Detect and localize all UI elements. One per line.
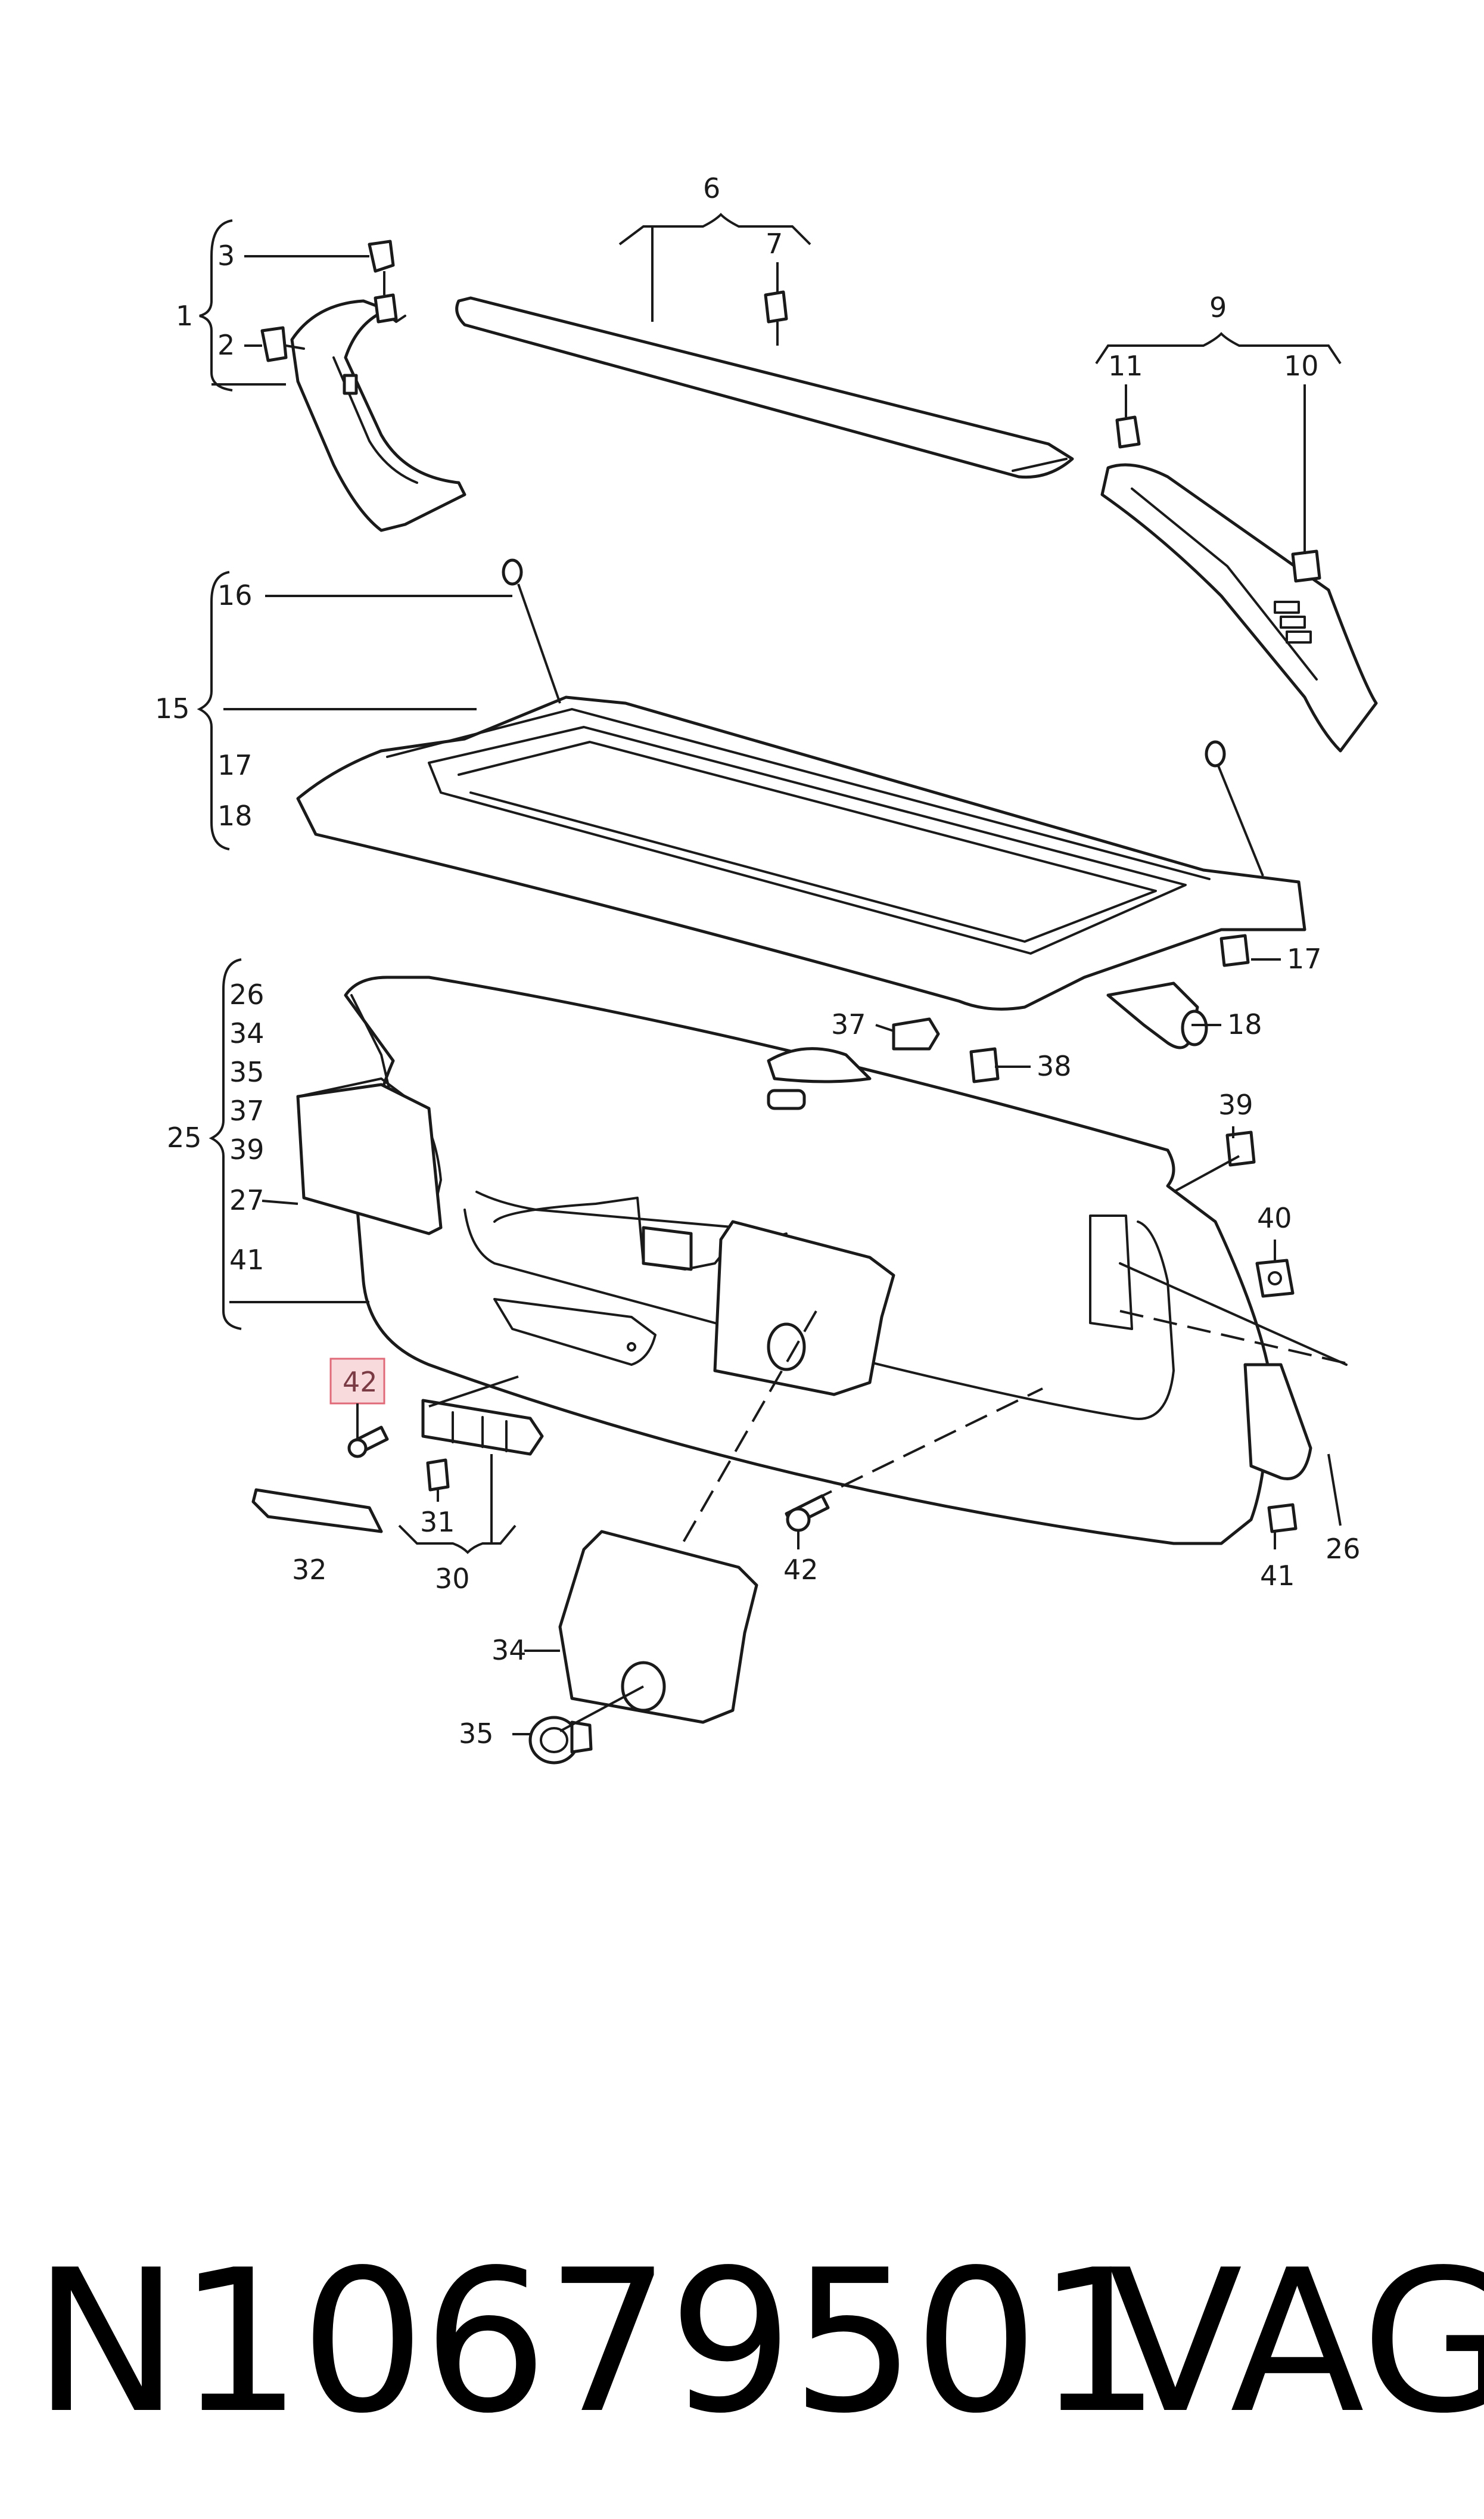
label-10: 10 (1284, 350, 1319, 382)
label-39: 39 (1218, 1089, 1253, 1121)
part-32-grip (251, 1488, 383, 1533)
label-34-list: 34 (229, 1017, 265, 1049)
part-number: N10679501 (33, 2228, 1162, 2456)
label-17-list: 17 (217, 749, 253, 781)
label-40: 40 (1257, 1202, 1292, 1234)
part-2-clip (260, 326, 305, 362)
label-2: 2 (217, 329, 235, 361)
callout-labels: 1 2 3 6 7 9 10 11 15 16 17 18 17 18 25 2… (155, 172, 1361, 1750)
part-30-handle (421, 1399, 544, 1456)
label-26-list: 26 (229, 979, 265, 1011)
part-35-plug (528, 1716, 593, 1765)
label-41: 41 (1260, 1560, 1295, 1592)
label-11: 11 (1108, 350, 1143, 382)
part-40-clip (1255, 1259, 1295, 1298)
bracket-group-6 (618, 213, 811, 322)
label-30: 30 (435, 1563, 470, 1595)
part-17-clip (1219, 934, 1250, 967)
part-34-cover (558, 1530, 758, 1724)
label-3: 3 (217, 240, 235, 272)
label-35: 35 (459, 1717, 494, 1750)
label-1: 1 (176, 300, 193, 332)
label-17: 17 (1287, 943, 1322, 975)
part-7-clip (764, 290, 788, 346)
label-38: 38 (1037, 1050, 1072, 1082)
part-9-pillar-trim (1100, 463, 1378, 753)
part-3-clip (368, 240, 398, 324)
label-37-list: 37 (229, 1095, 265, 1127)
part-15-upper-trim (296, 558, 1306, 1011)
label-35-list: 35 (229, 1056, 265, 1088)
label-31: 31 (420, 1506, 455, 1538)
part-1-pillar-trim (290, 299, 466, 532)
label-42-lower: 42 (783, 1554, 819, 1586)
leader-lines (244, 255, 1342, 1735)
label-15: 15 (155, 692, 190, 725)
label-25: 25 (167, 1122, 202, 1154)
bracket-group-25 (209, 958, 369, 1330)
label-16: 16 (217, 579, 253, 611)
part-6-trim-strip (455, 296, 1074, 479)
part-18-bracket (1106, 981, 1208, 1049)
bracket-group-30 (398, 1454, 517, 1554)
label-39-list: 39 (229, 1133, 265, 1166)
highlighted-label: 42 (343, 1366, 378, 1398)
part-11-clip (1115, 415, 1141, 449)
label-26: 26 (1326, 1533, 1361, 1565)
bracket-group-9 (1095, 332, 1342, 554)
bracket-group-1 (199, 219, 286, 392)
part-31-clip (426, 1458, 450, 1492)
assembly-lines (428, 1310, 1353, 1732)
highlighted-callout-42[interactable]: 42 (329, 1358, 385, 1439)
part-39-clip (1225, 1130, 1256, 1167)
part-41-clip (1267, 1503, 1298, 1533)
label-32: 32 (292, 1554, 327, 1586)
bracket-group-15 (197, 571, 477, 850)
part-27-panel (296, 1083, 443, 1235)
label-34: 34 (491, 1634, 527, 1666)
part-37-plug (892, 1017, 940, 1051)
parts-diagram: 1 2 3 6 7 9 10 11 15 16 17 18 17 18 25 2… (155, 172, 1378, 1765)
part-42-screw (347, 1425, 830, 1532)
part-38-clip (969, 1047, 1000, 1083)
label-18-list: 18 (217, 800, 253, 832)
footer: N10679501 VAG (0, 2205, 1484, 2479)
label-6: 6 (703, 172, 720, 204)
label-18: 18 (1227, 1008, 1262, 1040)
part-10-clip (1291, 549, 1321, 583)
label-9: 9 (1209, 291, 1227, 324)
label-7: 7 (766, 228, 783, 260)
label-41-list: 41 (229, 1244, 265, 1276)
label-27: 27 (229, 1184, 265, 1216)
part-34-cover-upper (713, 1220, 895, 1396)
label-37: 37 (831, 1008, 866, 1040)
brand-name: VAG (1108, 2228, 1484, 2456)
